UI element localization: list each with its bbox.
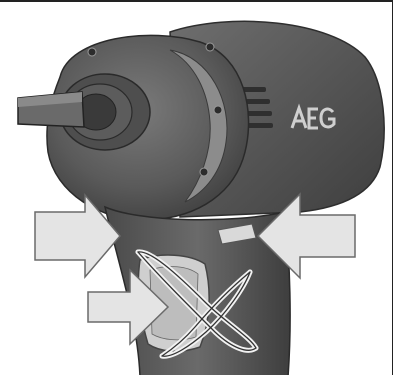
impact-wrench-illustration <box>0 2 393 375</box>
illustration-frame <box>0 0 393 375</box>
